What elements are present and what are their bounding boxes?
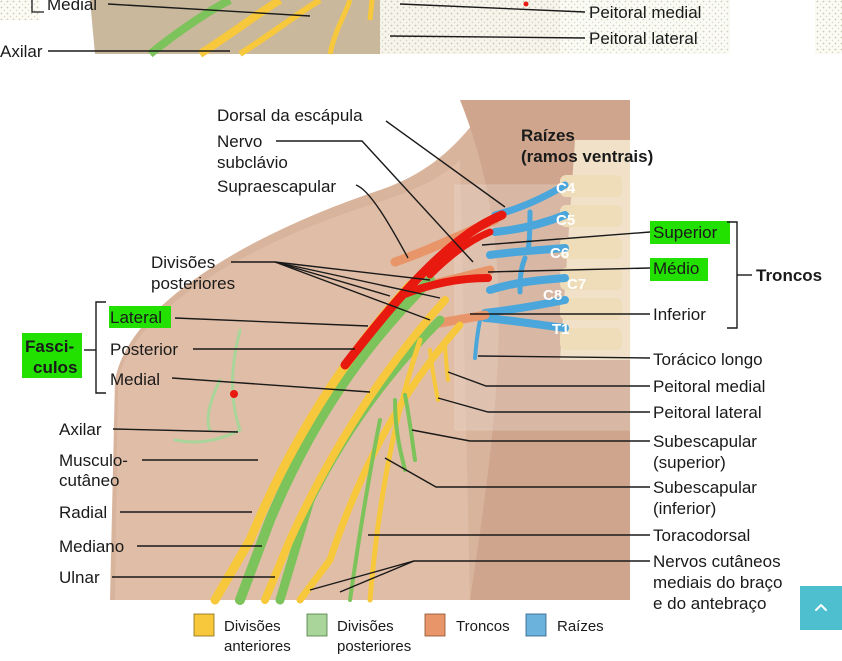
legend-anterior-sub-label: anteriores [224, 638, 291, 655]
root-c4-label: C4 [556, 180, 576, 197]
scroll-to-top-button[interactable] [800, 586, 842, 630]
legend-swatch-posterior [307, 614, 327, 636]
legend-posterior-label: Divisões [337, 618, 394, 635]
supraescapular-label: Supraescapular [217, 177, 336, 196]
peitoral-lateral-label: Peitoral lateral [653, 403, 762, 422]
legend-swatch-raizes [526, 614, 546, 636]
red-dot-marker [230, 390, 238, 398]
toracodorsal-label: Toracodorsal [653, 526, 750, 545]
fasciculo-lateral-label: Lateral [110, 308, 162, 327]
root-c8-label: C8 [543, 287, 562, 304]
top-axilar-label: Axilar [0, 42, 43, 61]
subescapular-superior-label: Subescapular [653, 432, 757, 451]
root-c5-label: C5 [556, 212, 575, 229]
legend-troncos-label: Troncos [456, 618, 510, 635]
legend-raizes-label: Raízes [557, 618, 604, 635]
cutaneos-sub2-label: e do antebraço [653, 594, 766, 613]
subescapular-inferior-label: Subescapular [653, 478, 757, 497]
legend: Divisões anteriores Divisões posteriores… [194, 614, 604, 655]
fasciculo-medial-label: Medial [110, 370, 160, 389]
radial-label: Radial [59, 503, 107, 522]
musculocutaneo-label: Musculo- [59, 451, 128, 470]
root-c6-label: C6 [550, 245, 569, 262]
cutaneos-label: Nervos cutâneos [653, 552, 781, 571]
root-c7-label: C7 [567, 276, 586, 293]
subclavio-label: subclávio [217, 153, 288, 172]
chevron-up-icon [813, 602, 829, 614]
peitoral-medial-label: Peitoral medial [653, 377, 765, 396]
musculocutaneo-sub-label: cutâneo [59, 471, 120, 490]
legend-swatch-troncos [425, 614, 445, 636]
fasciculos-label: Fasci- [25, 337, 74, 356]
toracico-longo-label: Torácico longo [653, 350, 763, 369]
legend-swatch-anterior [194, 614, 214, 636]
ulnar-label: Ulnar [59, 568, 100, 587]
legend-posterior-sub-label: posteriores [337, 638, 411, 655]
top-peitoral-medial-label: Peitoral medial [589, 3, 701, 22]
subescapular-superior-sub-label: (superior) [653, 453, 726, 472]
tronco-inferior-label: Inferior [653, 305, 706, 324]
top-peitoral-lateral-label: Peitoral lateral [589, 29, 698, 48]
raizes-sub-label: (ramos ventrais) [521, 147, 653, 166]
tronco-medio-label: Médio [653, 259, 699, 278]
legend-anterior-label: Divisões [224, 618, 281, 635]
divisoes-posteriores-sub-label: posteriores [151, 274, 235, 293]
nervo-label: Nervo [217, 132, 262, 151]
axilar-label: Axilar [59, 420, 102, 439]
fasciculos-sub-label: culos [33, 358, 77, 377]
troncos-label: Troncos [756, 266, 822, 285]
fasciculo-posterior-label: Posterior [110, 340, 178, 359]
tronco-superior-label: Superior [653, 223, 718, 242]
cutaneos-sub-label: mediais do braço [653, 573, 782, 592]
root-t1-label: T1 [552, 321, 570, 338]
raizes-label: Raízes [521, 126, 575, 145]
divisoes-posteriores-label: Divisões [151, 253, 215, 272]
mediano-label: Mediano [59, 537, 124, 556]
subescapular-inferior-sub-label: (inferior) [653, 499, 716, 518]
top-medial-label: Medial [47, 0, 97, 14]
dorsal-escapula-label: Dorsal da escápula [217, 106, 363, 125]
top-strip: Medial Axilar Peitoral medial Peitoral l… [0, 0, 842, 61]
